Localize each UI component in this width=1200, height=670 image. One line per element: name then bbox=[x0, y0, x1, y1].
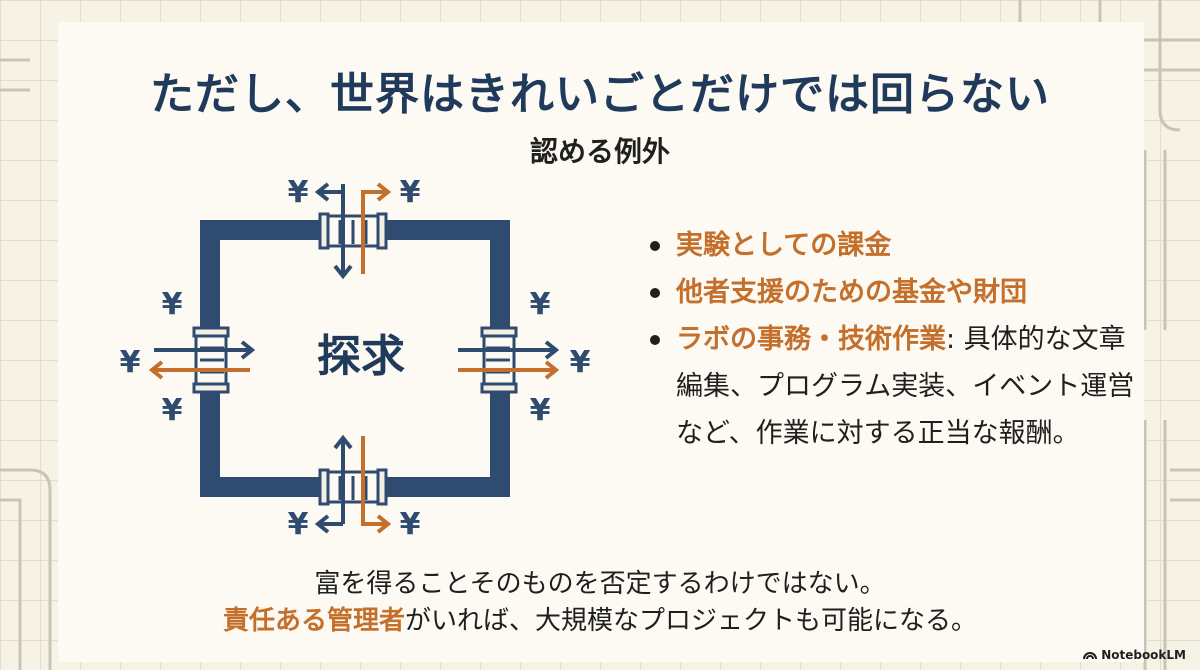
slide-panel bbox=[58, 22, 1144, 662]
yen-icon: ¥ bbox=[400, 175, 421, 210]
bullet-item: ラボの事務・技術作業: 具体的な文章編集、プログラム実装、イベント運営など、作業… bbox=[650, 316, 1150, 457]
yen-icon: ¥ bbox=[288, 175, 309, 210]
yen-icon: ¥ bbox=[288, 507, 309, 540]
bullet-item: 実験としての課金 bbox=[650, 222, 1150, 269]
arrow-right-blue bbox=[458, 340, 560, 360]
arrow-bottom-blue bbox=[314, 434, 353, 534]
gate-bottom bbox=[318, 468, 388, 506]
yen-icon: ¥ bbox=[530, 393, 551, 428]
yen-icon: ¥ bbox=[400, 507, 421, 540]
slide-title: ただし、世界はきれいごとだけでは回らない bbox=[150, 69, 1050, 120]
gate-diagram: ¥ ¥ ¥ ¥ ¥ ¥ ¥ ¥ ¥ ¥ bbox=[120, 175, 591, 540]
bullet-highlight: 他者支援のための基金や財団 bbox=[676, 277, 1027, 308]
bullet-highlight: 実験としての課金 bbox=[676, 230, 892, 261]
yen-icon: ¥ bbox=[162, 393, 183, 428]
arrow-right-orange bbox=[458, 360, 560, 380]
gate-right bbox=[480, 326, 518, 394]
yen-icon: ¥ bbox=[120, 345, 141, 380]
arrow-left-blue bbox=[154, 340, 256, 360]
arrow-top-blue bbox=[314, 182, 353, 280]
arrow-bottom-orange bbox=[361, 436, 392, 534]
bullet-highlight: ラボの事務・技術作業 bbox=[676, 324, 946, 355]
arrow-left-orange bbox=[148, 360, 250, 380]
arrow-top-orange bbox=[361, 182, 392, 274]
gate-top bbox=[318, 212, 388, 250]
bullet-list: 実験としての課金 他者支援のための基金や財団 ラボの事務・技術作業: 具体的な文… bbox=[650, 222, 1150, 457]
brand-watermark: NotebookLM bbox=[1083, 648, 1186, 662]
bottom-line-1: 富を得ることそのものを否定するわけではない。 bbox=[314, 569, 886, 599]
bullet-description: : 具体的な文章編集、プログラム実装、イベント運営など、作業に対する正当な報酬。 bbox=[676, 324, 1135, 449]
brand-label: NotebookLM bbox=[1101, 648, 1186, 662]
center-label: 探求 bbox=[317, 331, 405, 382]
yen-icon: ¥ bbox=[530, 287, 551, 322]
bottom-highlight: 責任ある管理者 bbox=[222, 606, 405, 636]
notebooklm-logo-icon bbox=[1083, 652, 1098, 660]
gate-left bbox=[192, 326, 230, 394]
yen-icon: ¥ bbox=[162, 287, 183, 322]
bottom-text: がいれば、大規模なプロジェクトも可能になる。 bbox=[405, 606, 978, 636]
bullet-item: 他者支援のための基金や財団 bbox=[650, 269, 1150, 316]
slide-subtitle: 認める例外 bbox=[529, 135, 670, 168]
bottom-line-2: 責任ある管理者がいれば、大規模なプロジェクトも可能になる。 bbox=[0, 600, 1200, 637]
yen-icon: ¥ bbox=[570, 345, 591, 380]
